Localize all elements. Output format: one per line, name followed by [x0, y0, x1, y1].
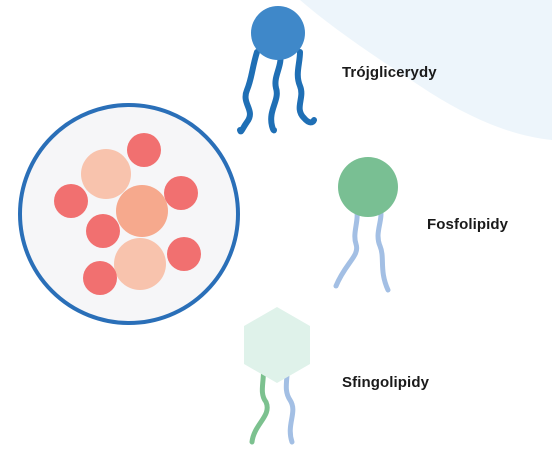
droplet-particle: [116, 185, 168, 237]
background-blob: [300, 0, 552, 140]
triglyceride-molecule: [237, 6, 317, 135]
triglycerides-label: Trójglicerydy: [342, 64, 437, 81]
droplet-particle: [127, 133, 161, 167]
phospholipid-tails: [333, 204, 391, 293]
sphingolipid-molecule: [244, 307, 310, 445]
droplet-particle: [83, 261, 117, 295]
phospholipids-label: Fosfolipidy: [427, 216, 509, 233]
droplet-particle: [86, 214, 120, 248]
droplet-particle: [114, 238, 166, 290]
triglyceride-tails: [237, 49, 317, 135]
phospholipid-head: [338, 157, 398, 217]
triglyceride-head: [251, 6, 305, 60]
droplet-particle: [54, 184, 88, 218]
sphingolipid-head: [244, 307, 310, 383]
droplet-particle: [167, 237, 201, 271]
phospholipid-molecule: [333, 157, 398, 293]
droplet-particle: [164, 176, 198, 210]
lipid-droplet: [18, 103, 240, 325]
droplet-particle: [81, 149, 131, 199]
sphingolipids-label: Sfingolipidy: [342, 374, 430, 391]
